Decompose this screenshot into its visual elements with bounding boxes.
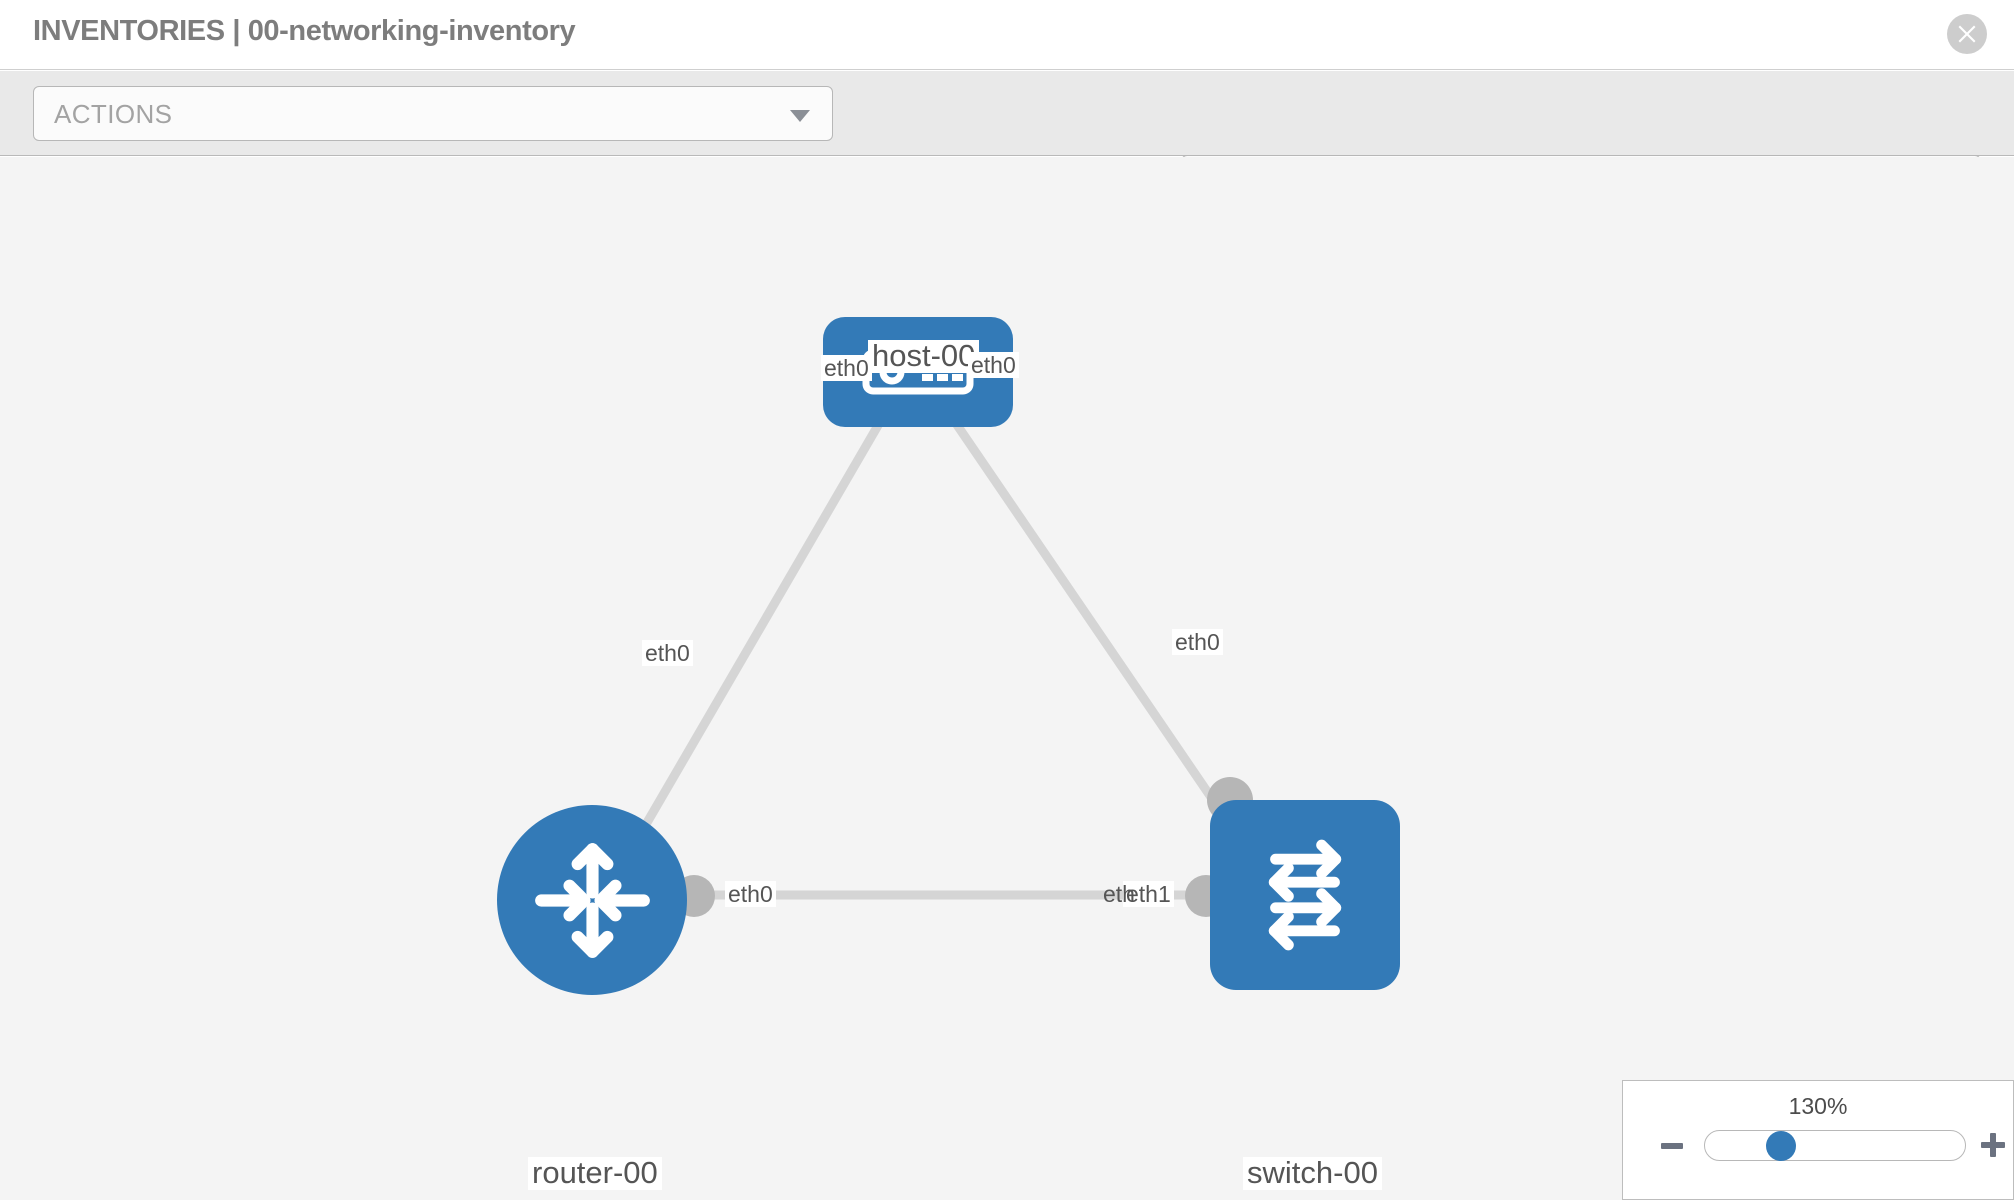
iface-label-router-up: eth0: [642, 640, 693, 667]
node-router-00[interactable]: [497, 805, 687, 995]
topology-links: [623, 419, 1249, 900]
actions-dropdown[interactable]: ACTIONS: [33, 86, 833, 141]
topology-canvas[interactable]: host-00 router-00 switch-00 eth0 eth0 et…: [0, 157, 2014, 1200]
zoom-level-value: 130%: [1788, 1093, 1848, 1119]
chevron-down-icon: [790, 110, 810, 122]
iface-label-host-left: eth0: [821, 355, 872, 382]
actions-dropdown-label: ACTIONS: [54, 99, 173, 129]
page-header: INVENTORIES | 00-networking-inventory: [0, 0, 2014, 70]
iface-label-host-right: eth0: [968, 352, 1019, 379]
zoom-slider-track[interactable]: [1704, 1130, 1966, 1161]
switch-arrows-icon: [1268, 839, 1342, 951]
zoom-out-button[interactable]: [1661, 1143, 1683, 1149]
iface-label-router-right: eth0: [725, 881, 776, 908]
iface-label-switch-up: eth0: [1172, 629, 1223, 656]
node-label-switch-00: switch-00: [1243, 1156, 1382, 1190]
link-host-switch[interactable]: [951, 419, 1249, 850]
router-arrows-icon: [534, 842, 650, 958]
iface-label-switch-left-a: eth1: [1123, 881, 1174, 908]
node-switch-00[interactable]: [1210, 800, 1400, 990]
node-label-host-00: host-00: [868, 339, 980, 373]
breadcrumb: INVENTORIES | 00-networking-inventory: [33, 15, 576, 47]
node-label-router-00: router-00: [528, 1156, 662, 1190]
zoom-in-button[interactable]: [1981, 1133, 2005, 1157]
toolbar: ACTIONS SEARCH: [0, 71, 2014, 210]
link-host-router[interactable]: [623, 419, 884, 860]
iface-label-switch-left-b: eth: [1103, 881, 1135, 907]
zoom-control-panel: 130%: [1622, 1080, 2014, 1200]
zoom-slider-thumb[interactable]: [1766, 1131, 1796, 1161]
close-icon[interactable]: [1947, 14, 1987, 54]
